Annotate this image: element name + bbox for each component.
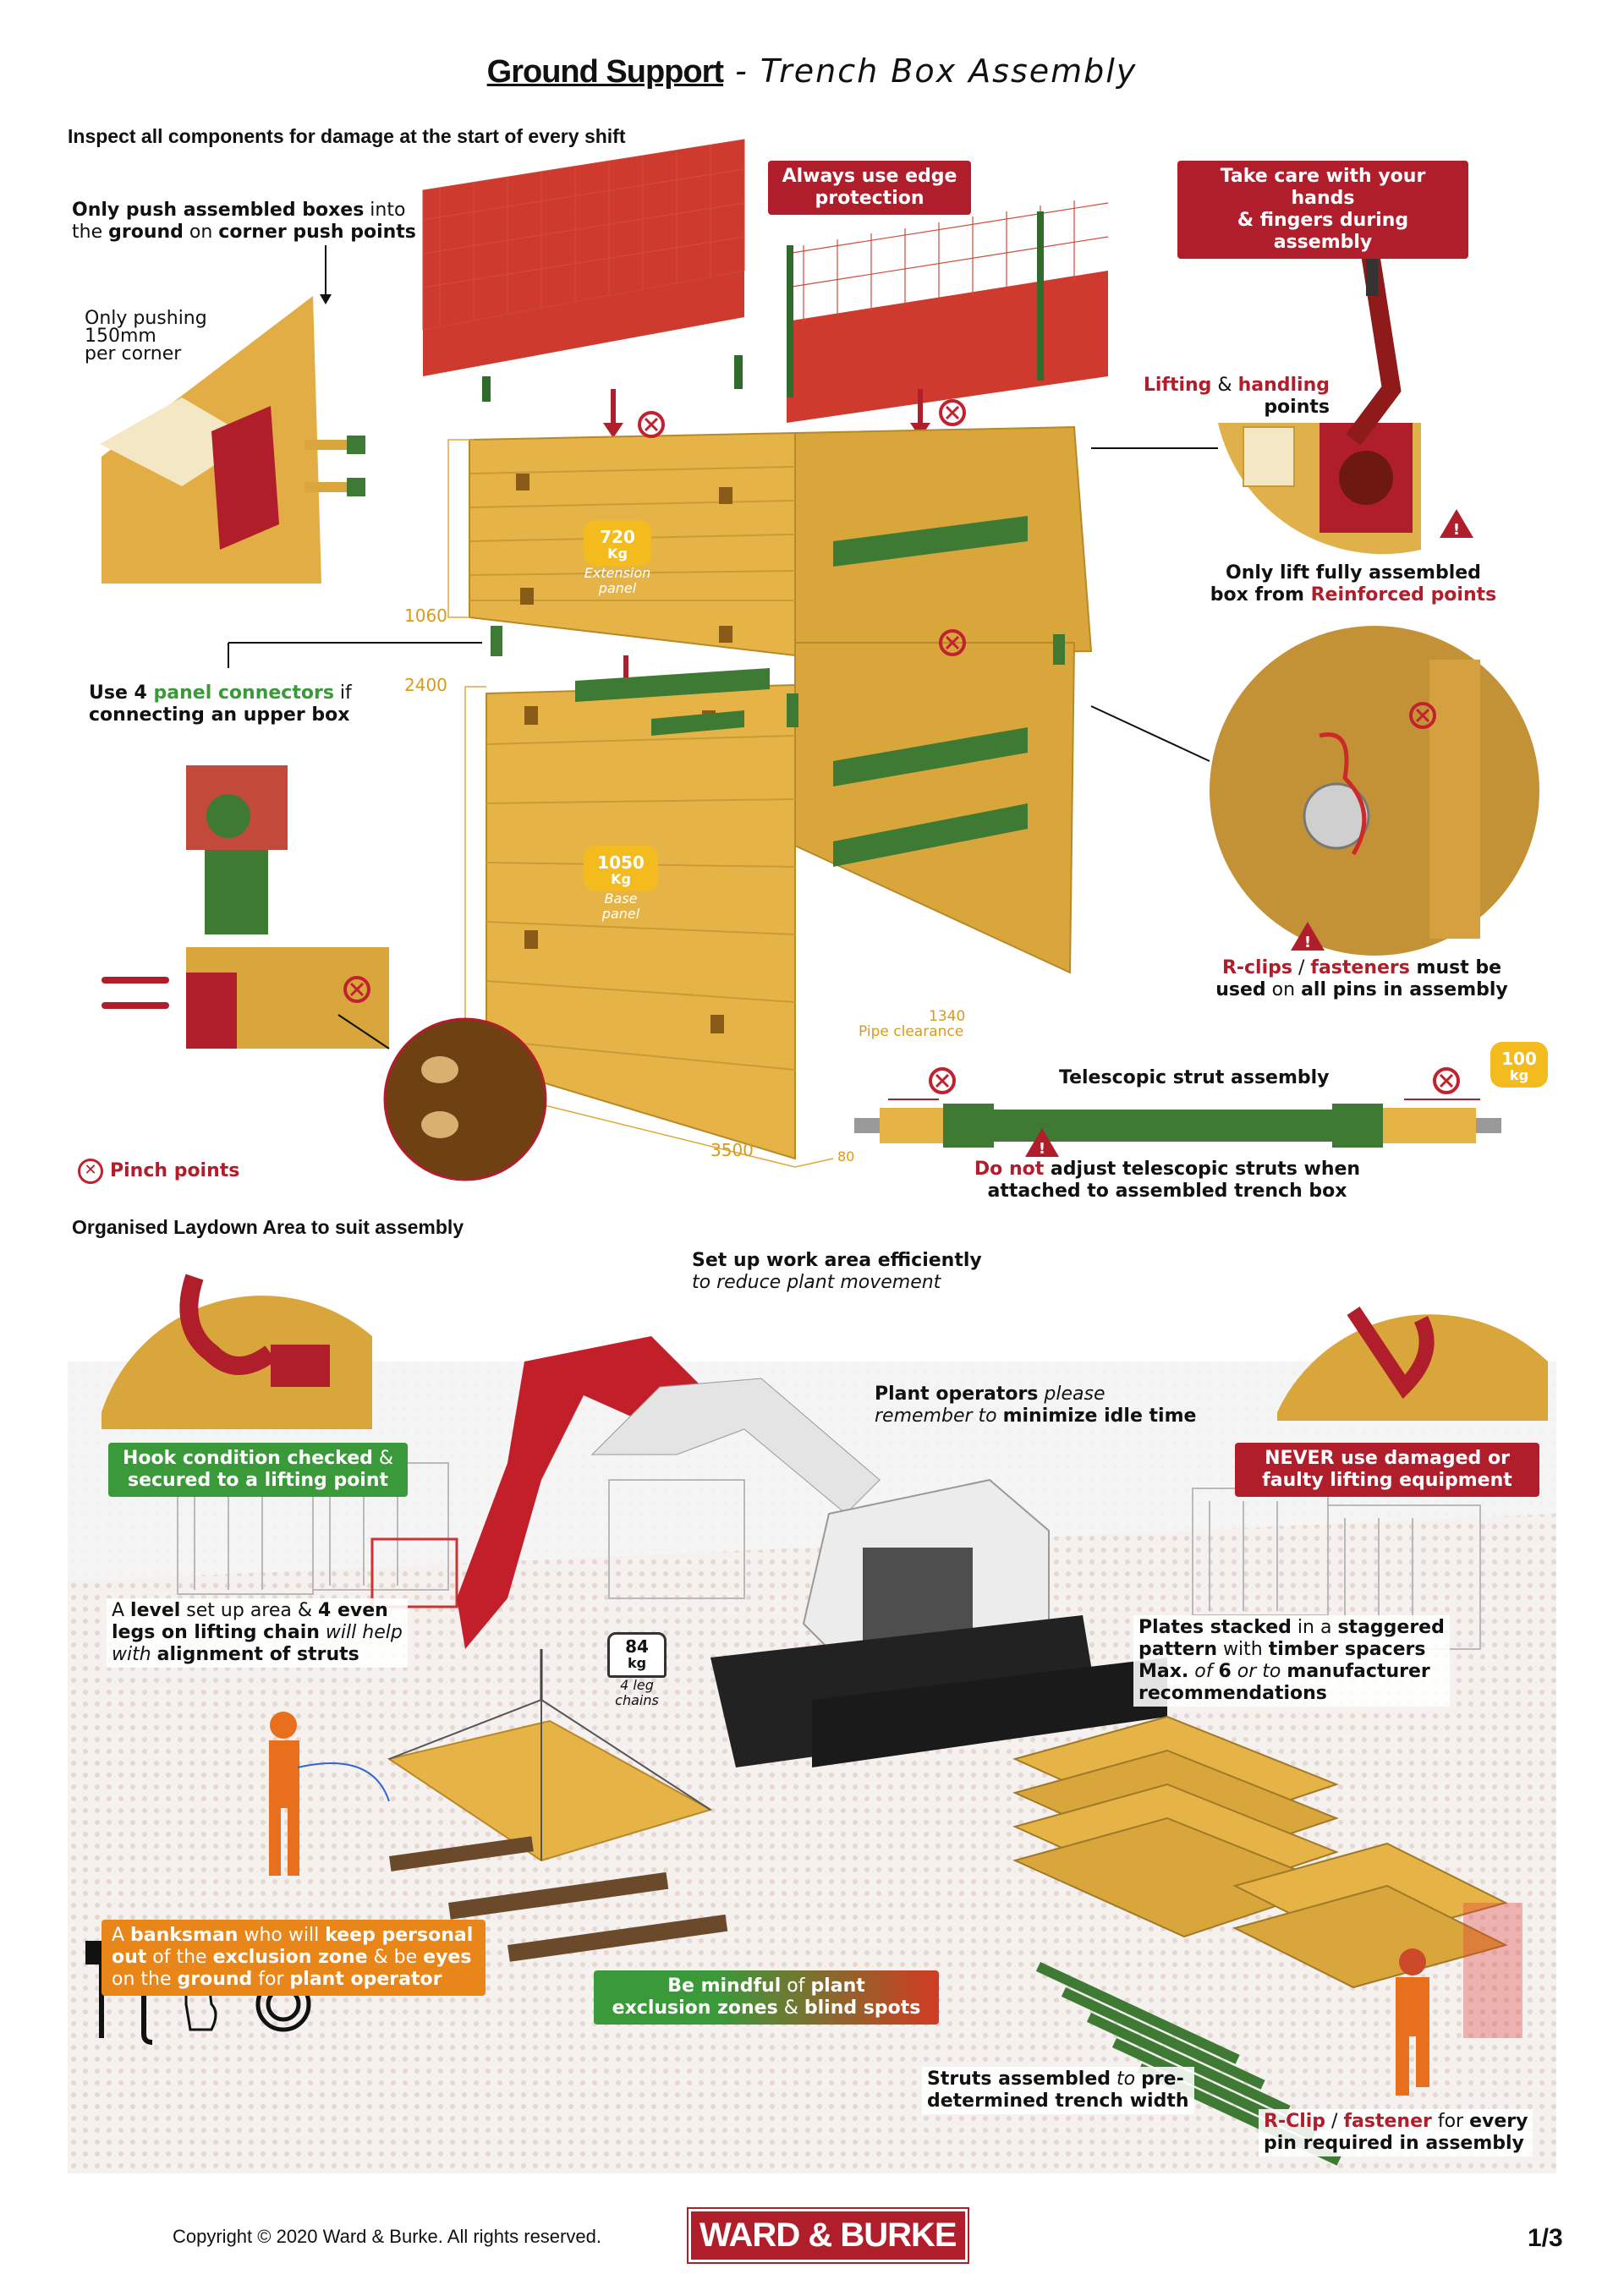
pinch-points-legend: ✕Pinch points xyxy=(78,1159,239,1184)
struts-assembled-label: Struts assembled to pre- determined tren… xyxy=(922,2067,1194,2114)
laydown-illustration xyxy=(68,1274,1556,2173)
banksman-badge: A banksman who will keep personal out of… xyxy=(102,1920,486,1996)
banksman-figure xyxy=(269,1712,390,1876)
excavator xyxy=(457,1336,1167,1767)
level-area-label: A level set up area & 4 even legs on lif… xyxy=(107,1598,408,1668)
warning-triangles xyxy=(1025,509,1473,1157)
copyright-text: Copyright © 2020 Ward & Burke. All right… xyxy=(173,2226,601,2247)
page-number: 1/3 xyxy=(1528,2224,1563,2252)
work-area-label: Set up work area efficiently to reduce p… xyxy=(692,1250,982,1293)
worker-figure xyxy=(1396,1948,1429,2096)
lift-assembled-label: Only lift fully assembled box from Reinf… xyxy=(1210,562,1497,606)
dimension-1060: 1060 xyxy=(404,606,447,626)
lifting-point-callout xyxy=(1091,252,1421,555)
page-title: Ground Support - Trench Box Assembly xyxy=(486,52,1138,90)
laydown-heading: Organised Laydown Area to suit assembly xyxy=(72,1216,464,1238)
r-clip-callout xyxy=(1090,626,1539,956)
telescopic-title: Telescopic strut assembly xyxy=(1059,1067,1330,1088)
shackle-inset xyxy=(1277,1307,1548,1421)
ward-burke-logo: WARD & BURKE xyxy=(687,2207,969,2264)
telescopic-strut xyxy=(854,1099,1501,1148)
svg-text:!: ! xyxy=(1304,934,1311,951)
plates-stacked-label: Plates stacked in a staggered pattern wi… xyxy=(1133,1615,1450,1707)
dimension-3500: 3500 xyxy=(710,1140,754,1160)
lifting-plate xyxy=(387,1699,728,1962)
trench-box-illustration: !!! xyxy=(100,139,1539,1181)
edge-protection-right xyxy=(786,200,1109,423)
dimension-2400: 2400 xyxy=(404,675,447,695)
r-clips-label: R-clips / fasteners must be used on all … xyxy=(1215,957,1508,1000)
edge-protection-left xyxy=(422,139,745,402)
pushing-note: Only pushing 150mm per corner xyxy=(85,308,207,364)
svg-text:!: ! xyxy=(1039,1140,1045,1158)
struts xyxy=(491,516,1065,867)
hands-fingers-badge: Take care with your hands& fingers durin… xyxy=(1177,161,1468,259)
mindful-badge: Be mindful of plant exclusion zones & bl… xyxy=(594,1970,939,2025)
pipe-clearance: Pipe clearance xyxy=(859,1023,964,1040)
telescopic-warning: Do not adjust telescopic struts when att… xyxy=(974,1159,1361,1202)
dimension-1340: 1340 xyxy=(929,1008,966,1025)
panel-connectors-label: Use 4 panel connectors if connecting an … xyxy=(89,682,352,726)
svg-text:!: ! xyxy=(1453,521,1460,539)
plant-operators-label: Plant operators please remember to minim… xyxy=(875,1384,1197,1427)
pinch-point-crosses xyxy=(349,405,1454,1088)
pinch-point-markers xyxy=(343,399,1460,1094)
connector-callout xyxy=(102,642,547,1181)
pinch-point-icon: ✕ xyxy=(78,1159,103,1184)
lifting-points-label: Lifting & handling points xyxy=(1143,375,1330,418)
base-panel xyxy=(486,642,1076,1160)
push-point-callout xyxy=(100,245,365,584)
push-points-label: Only push assembled boxes into the groun… xyxy=(72,200,416,243)
r-clip-fastener-label: R-Clip / fastener for every pin required… xyxy=(1259,2109,1533,2156)
plate-stacks xyxy=(1012,1715,1508,1989)
inspect-heading: Inspect all components for damage at the… xyxy=(68,125,626,147)
dimension-80: 80 xyxy=(837,1148,855,1164)
hook-inset xyxy=(102,1274,372,1429)
hook-condition-badge: Hook condition checked & secured to a li… xyxy=(108,1443,408,1497)
